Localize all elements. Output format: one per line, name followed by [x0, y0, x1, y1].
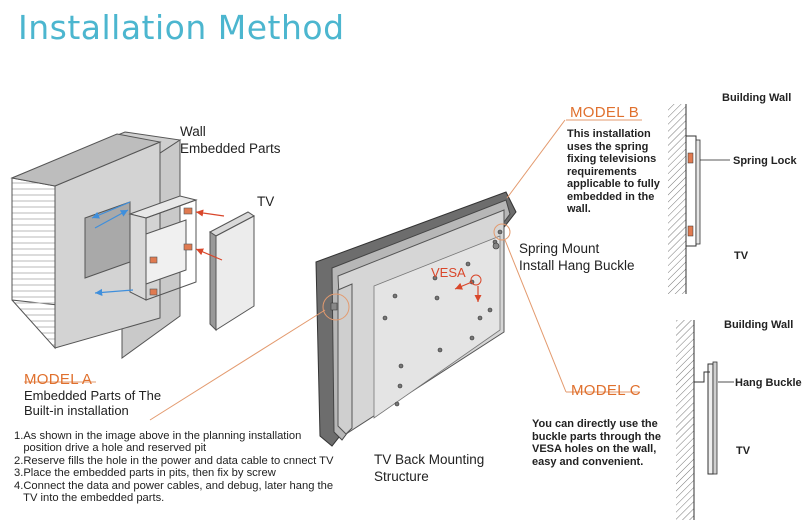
description-line: uses the spring — [567, 140, 649, 153]
tv-back-line: TV Back Mounting — [374, 452, 485, 467]
leader-lines — [24, 119, 642, 421]
description-line: You can directly use the — [532, 418, 658, 430]
description-line: applicable to fully — [567, 178, 660, 190]
model-c-title: MODEL C — [571, 382, 641, 399]
step-text: 4.Connect the data and power cables, and… — [14, 479, 334, 492]
model-b-title: MODEL B — [570, 104, 640, 121]
model-b-tv-label: TV — [734, 250, 749, 262]
model-c-building-wall-label: Building Wall — [724, 319, 794, 331]
spring-mount-label: Spring Mount Install Hang Buckle — [519, 240, 635, 274]
spring-lock-label: Spring Lock — [733, 155, 797, 167]
description-line: VESA holes on the wall, — [532, 443, 657, 455]
description-line: embedded in the — [567, 190, 655, 203]
tv-back-label: TV Back Mounting Structure — [374, 451, 484, 485]
wall-embedded-label: Wall Embedded Parts — [180, 123, 281, 157]
model-a-title: MODEL A — [24, 371, 93, 388]
model-a-subtitle-line: Built-in installation — [24, 402, 129, 418]
description-line: wall. — [567, 203, 591, 215]
model-a-subtitle-line: Embedded Parts of The — [24, 388, 162, 403]
structure-line: Structure — [374, 469, 429, 484]
model-a-steps: 1.As shown in the image above in the pla… — [14, 430, 333, 504]
vesa-label: VESA — [431, 265, 466, 280]
hang-buckle-line: Install Hang Buckle — [519, 258, 635, 273]
tv-back-drawing — [315, 191, 517, 447]
tv-label: TV — [257, 194, 275, 209]
description-line: easy and convenient. — [532, 455, 644, 468]
step-text: 2.Reserve fills the hole in the power an… — [14, 454, 334, 467]
embedded-parts-label-line: Embedded Parts — [180, 141, 281, 156]
model-a-subtitle: Embedded Parts of The Built-in installat… — [24, 388, 162, 418]
description-line: fixing televisions — [567, 153, 657, 165]
hang-buckle-label: Hang Buckle — [735, 377, 802, 389]
model-c-description: You can directly use the buckle parts th… — [532, 418, 661, 468]
model-c-section — [676, 320, 734, 520]
model-c-tv-label: TV — [736, 445, 751, 457]
wall-label-line: Wall — [180, 124, 206, 139]
model-b-description: This installation uses the spring fixing… — [567, 128, 660, 216]
step-text: position drive a hole and reserved pit — [14, 442, 207, 455]
spring-mount-line: Spring Mount — [519, 241, 600, 256]
step-text: 1.As shown in the image above in the pla… — [14, 430, 302, 442]
step-text: TV into the embedded parts. — [14, 492, 165, 505]
model-b-building-wall-label: Building Wall — [722, 92, 792, 104]
wall-drawing — [10, 131, 255, 359]
page-title: Installation Method — [18, 8, 345, 47]
description-line: requirements — [567, 165, 637, 178]
description-line: This installation — [567, 128, 651, 140]
description-line: buckle parts through the — [532, 430, 661, 443]
step-text: 3.Place the embedded parts in pits, then… — [14, 467, 276, 480]
model-b-section — [668, 104, 730, 294]
